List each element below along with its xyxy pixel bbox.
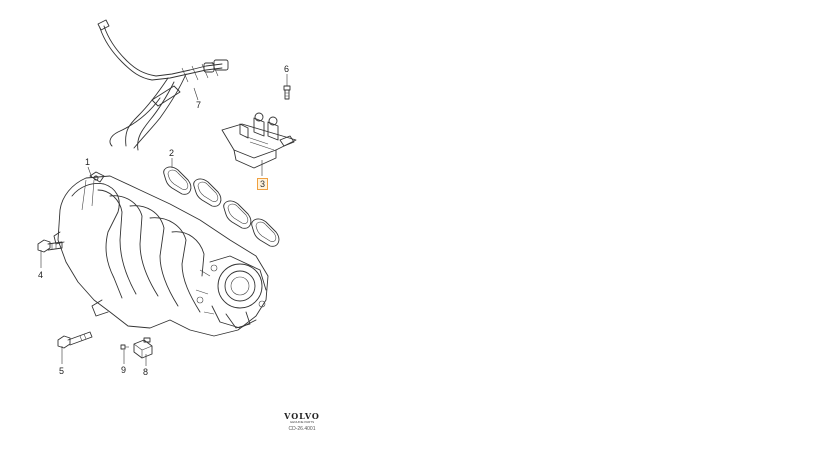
part-3-valve-assembly [221,112,297,169]
part-9-screw [120,344,129,350]
part-1-intake-manifold [53,171,269,337]
part-4-bolt [37,239,63,253]
leader-lines [40,74,288,366]
part-8-sensor [133,337,153,359]
part-7-wiring-harness [97,19,229,151]
callout-4[interactable]: 4 [38,270,44,280]
diagram-code: CD-26.4001 [288,426,316,431]
callout-8[interactable]: 8 [143,367,149,377]
callout-1[interactable]: 1 [85,157,91,167]
part-6-bolt [283,85,291,100]
callout-5[interactable]: 5 [59,366,65,376]
brand-logo: VOLVO [284,411,320,421]
part-2-gaskets [163,166,280,247]
callout-9[interactable]: 9 [121,365,127,375]
callout-6[interactable]: 6 [284,64,290,74]
part-5-bolt [57,331,93,349]
brand-subtitle: GENUINE PARTS [289,420,315,424]
callout-7[interactable]: 7 [196,100,202,110]
callout-3[interactable]: 3 [257,178,269,190]
callout-2[interactable]: 2 [169,148,175,158]
